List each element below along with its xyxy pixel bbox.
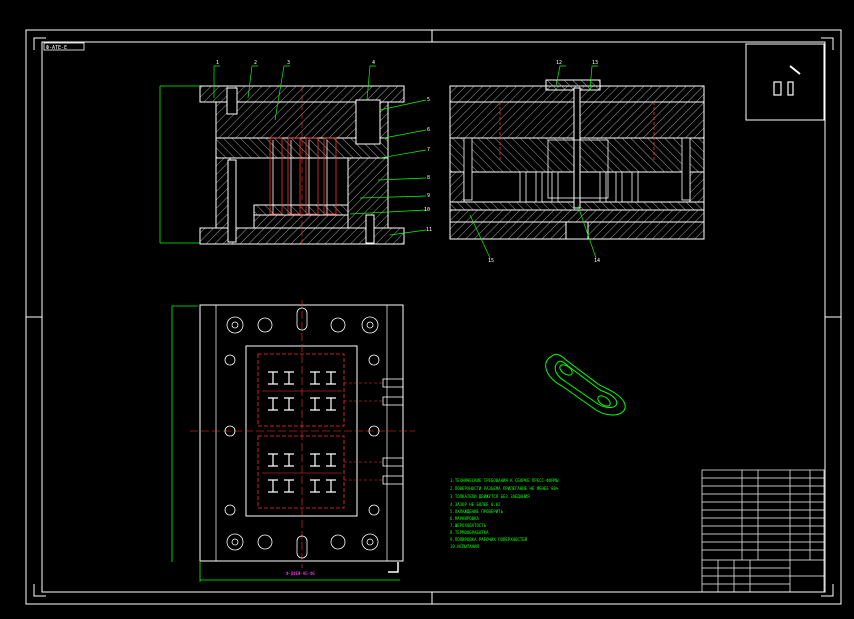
callout-14: 14	[594, 258, 600, 264]
front-section-view: 1 2 3 4 5 6 7 8 9 10 11	[159, 60, 432, 245]
part-isometric	[545, 353, 626, 416]
callout-10: 10	[424, 207, 430, 213]
callout-5: 5	[427, 97, 430, 103]
callout-7: 7	[427, 147, 430, 153]
callout-4: 4	[372, 60, 375, 66]
note-3: 3.ТОЛКАТЕЛИ ДВИЖУТСЯ БЕЗ ЗАЕДАНИЯ	[450, 494, 530, 499]
title-tag-text: Ф-АТЕ-Е	[46, 45, 67, 51]
side-section-view: 12 13 14 15	[449, 60, 705, 264]
callout-8: 8	[427, 175, 430, 181]
callout-12: 12	[556, 60, 562, 66]
plan-view: Ф-ДФЕЖ-НЕ-ФБ	[171, 300, 415, 582]
note-7: 7.ШЕРОХОВАТОСТЬ	[450, 523, 487, 528]
callout-3: 3	[287, 60, 290, 66]
note-4: 4.ЗАЗОР НЕ БОЛЕЕ 0.02	[450, 502, 501, 507]
roughness-box	[745, 43, 825, 121]
callout-1: 1	[216, 60, 219, 66]
callout-15: 15	[488, 258, 494, 264]
title-tag: Ф-АТЕ-Е	[43, 42, 85, 51]
note-10: 10.ИСПЫТАНИЯ	[450, 544, 479, 549]
note-5: 5.ОХЛАЖДЕНИЕ ПРОВЕРИТЬ	[450, 509, 504, 514]
sheet-frame	[25, 29, 842, 605]
technical-notes: 1.ТЕХНИЧЕСКИЕ ТРЕБОВАНИЯ К СБОРКЕ ПРЕСС-…	[450, 478, 559, 549]
callout-13: 13	[592, 60, 598, 66]
note-9: 9.ПОЛИРОВКА РАБОЧИХ ПОВЕРХНОСТЕЙ	[450, 537, 528, 542]
callout-2: 2	[254, 60, 257, 66]
note-1: 1.ТЕХНИЧЕСКИЕ ТРЕБОВАНИЯ К СБОРКЕ ПРЕСС-…	[450, 478, 559, 483]
callout-11: 11	[426, 227, 432, 233]
callout-9: 9	[427, 193, 430, 199]
note-8: 8.ТЕРМООБРАБОТКА	[450, 530, 489, 535]
note-2: 2.ПОВЕРХНОСТИ РАЗЪЕМА ПРИЛЕГАНИЕ НЕ МЕНЕ…	[450, 486, 559, 491]
plan-caption: Ф-ДФЕЖ-НЕ-ФБ	[286, 571, 315, 576]
title-block	[701, 469, 825, 593]
callout-6: 6	[427, 127, 430, 133]
note-6: 6.МАРКИРОВКА	[450, 516, 479, 521]
